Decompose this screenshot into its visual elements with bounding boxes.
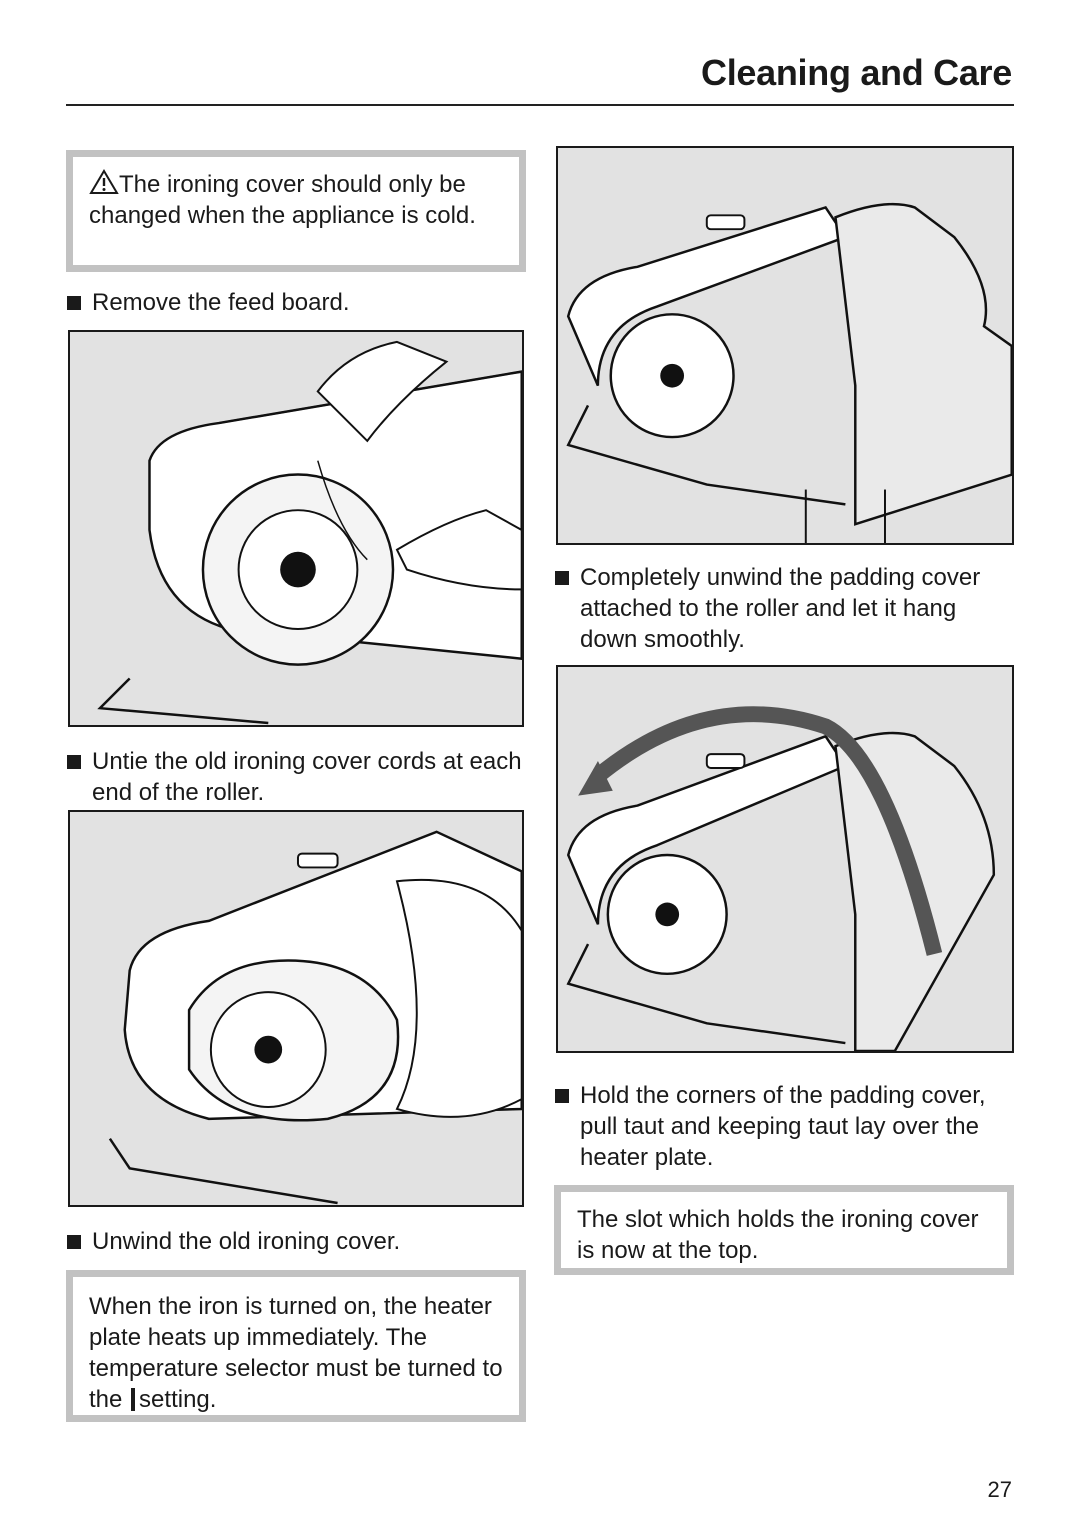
step-remove-feed: Remove the feed board.: [66, 287, 526, 318]
heater-notice-text: When the iron is turned on, the heater p…: [89, 1293, 503, 1413]
square-bullet-icon: [67, 296, 81, 310]
slot-notice: The slot which holds the ironing cover i…: [554, 1185, 1014, 1275]
square-bullet-icon: [555, 1089, 569, 1103]
step-text: Completely unwind the padding cover atta…: [580, 564, 981, 653]
off-setting-bar-icon: [131, 1388, 136, 1411]
heater-notice: When the iron is turned on, the heater p…: [66, 1270, 526, 1422]
square-bullet-icon: [67, 1235, 81, 1249]
slot-notice-text: The slot which holds the ironing cover i…: [577, 1206, 979, 1264]
step-text: Hold the corners of the padding cover, p…: [580, 1082, 986, 1171]
heater-notice-text-end: setting.: [139, 1386, 217, 1413]
step-untie-cords: Untie the old ironing cover cords at eac…: [66, 746, 526, 808]
illustration-padding-cover-hanging: [556, 146, 1014, 545]
illustration-lay-cover-over-plate: [556, 665, 1014, 1053]
step-text: Untie the old ironing cover cords at eac…: [92, 748, 522, 806]
square-bullet-icon: [67, 755, 81, 769]
warning-text: The ironing cover should only be changed…: [89, 171, 476, 229]
illustration-untie-cords: [68, 330, 524, 727]
step-unwind-old-cover: Unwind the old ironing cover.: [66, 1226, 526, 1257]
step-hold-corners: Hold the corners of the padding cover, p…: [554, 1080, 1016, 1173]
warning-triangle-icon: [89, 169, 119, 195]
step-text: Unwind the old ironing cover.: [92, 1228, 401, 1255]
header-rule: [66, 104, 1014, 106]
page-title: Cleaning and Care: [701, 52, 1012, 93]
step-text: Remove the feed board.: [92, 289, 350, 316]
square-bullet-icon: [555, 571, 569, 585]
warning-notice: The ironing cover should only be changed…: [66, 150, 526, 272]
illustration-unwind-old-cover: [68, 810, 524, 1207]
page-number: 27: [987, 1477, 1012, 1502]
step-unwind-padding: Completely unwind the padding cover atta…: [554, 562, 1016, 655]
